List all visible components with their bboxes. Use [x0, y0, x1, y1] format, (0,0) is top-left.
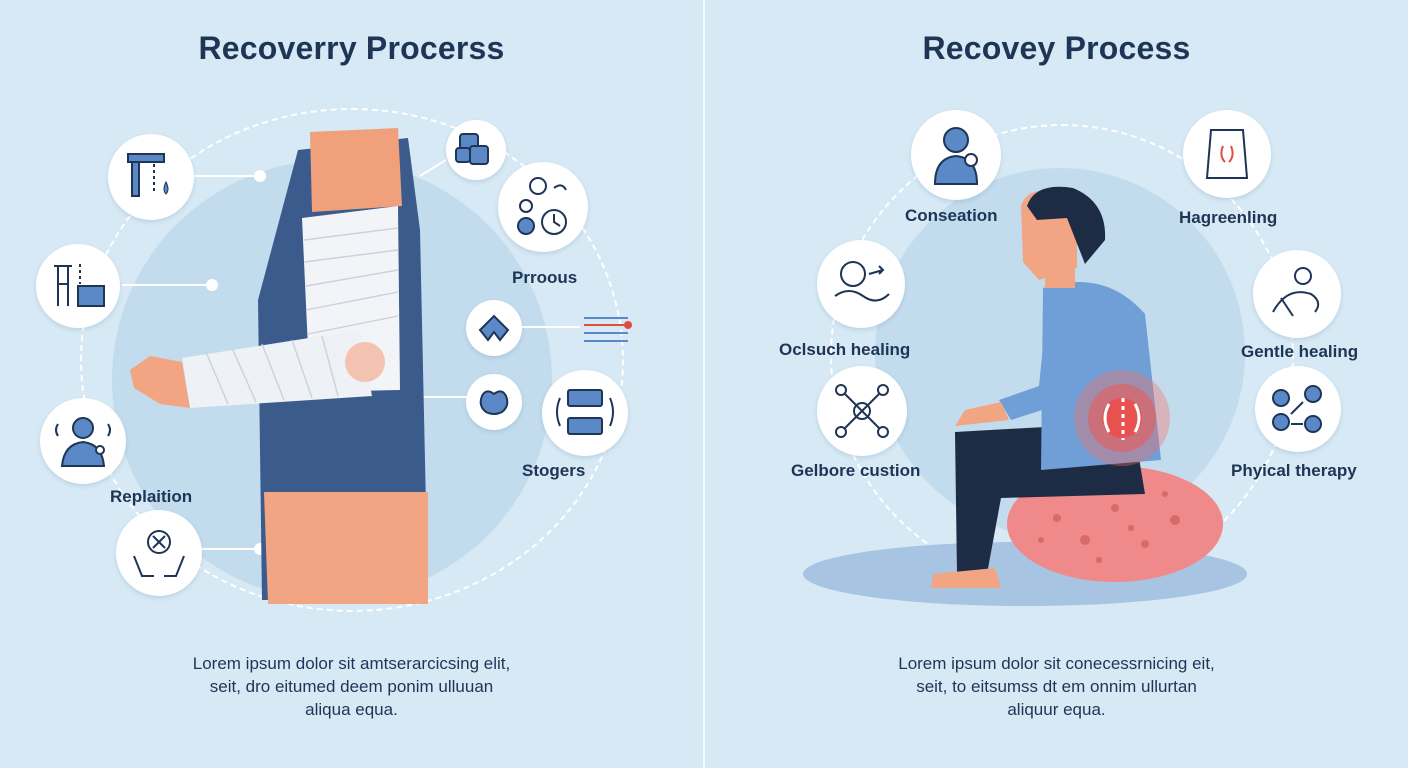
- spine-brace-icon: [542, 370, 628, 456]
- torso-icon: [1183, 110, 1271, 198]
- label-gelbore-custion: Gelbore custion: [791, 461, 921, 480]
- diamond-icon: [466, 300, 522, 356]
- person-pain-icon: [40, 398, 126, 484]
- label-oclsuch-healing: Oclsuch healing: [779, 340, 911, 359]
- bone-clock-icon: [498, 162, 588, 252]
- left-panel: Recoverry Procerss: [0, 0, 703, 768]
- label-prroous: Prroous: [512, 268, 578, 287]
- left-ring-outer: [80, 108, 624, 612]
- label-stogers: Stogers: [522, 461, 586, 480]
- wave-arrow-icon: [817, 240, 905, 328]
- right-title: Recovey Process: [922, 30, 1191, 66]
- label-gentle-healing: Gentle healing: [1241, 342, 1359, 361]
- splint-drip-icon: [108, 134, 194, 220]
- left-arm-illustration: [122, 128, 632, 604]
- label-hagreenling: Hagreenling: [1179, 208, 1278, 227]
- therapy-chart-icon: [1255, 366, 1341, 452]
- label-conseation: Conseation: [905, 206, 998, 225]
- shoulder-person-icon: [911, 110, 1001, 200]
- right-panel: Recovey Process: [705, 0, 1408, 768]
- label-replaition: Replaition: [110, 487, 193, 506]
- joint-icon: [466, 374, 522, 430]
- blocks-icon: [446, 120, 506, 180]
- seated-person-illustration: [803, 186, 1247, 606]
- label-phyical-therapy: Phyical therapy: [1231, 461, 1357, 480]
- cross-bones-icon: [817, 366, 907, 456]
- hands-bone-icon: [116, 510, 202, 596]
- panel-divider: [703, 0, 705, 768]
- left-title: Recoverry Procerss: [198, 30, 505, 66]
- crutch-icon: [36, 244, 120, 328]
- right-description: Lorem ipsum dolor sit conecessrnicing ei…: [898, 654, 1215, 719]
- left-description: Lorem ipsum dolor sit amtserarcicsing el…: [192, 654, 511, 719]
- stretch-person-icon: [1253, 250, 1341, 338]
